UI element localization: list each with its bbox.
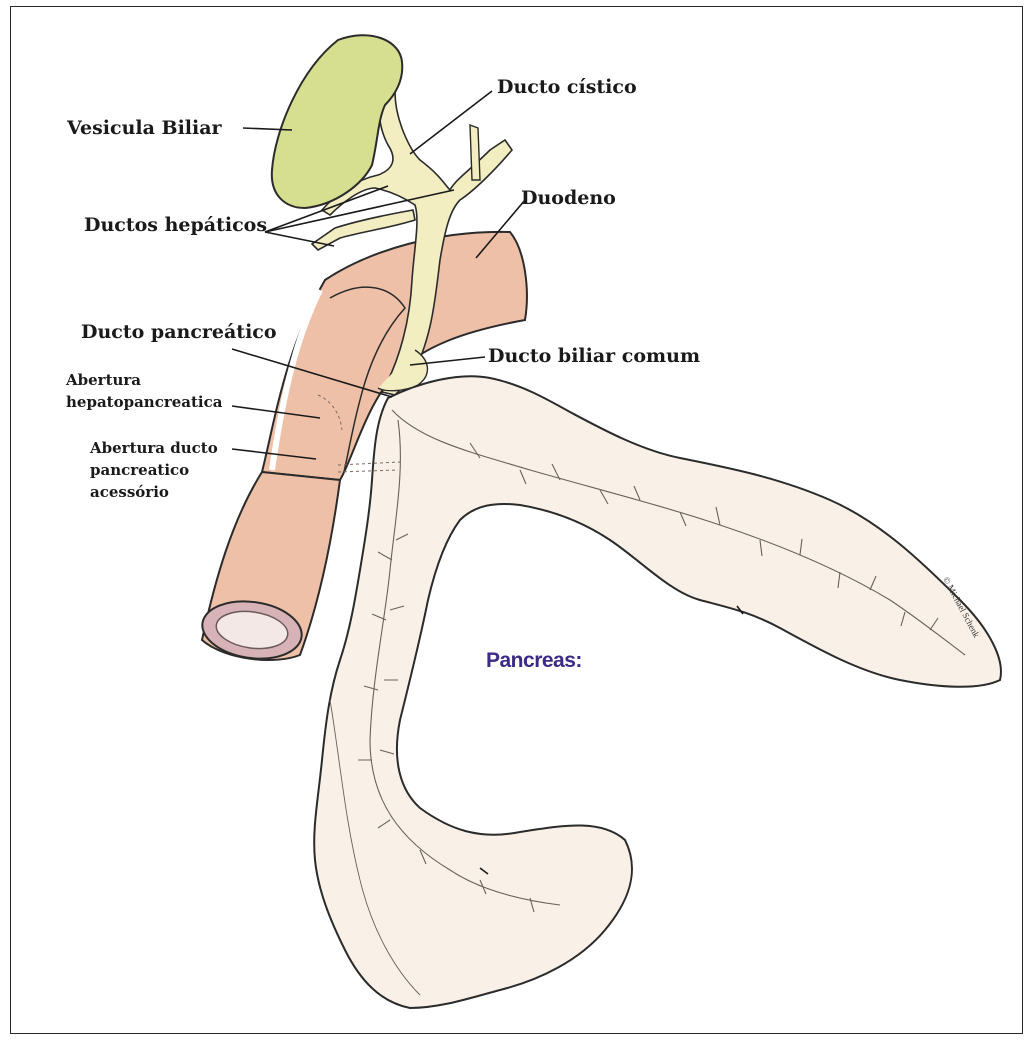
label-vesicula-biliar: Vesicula Biliar	[67, 117, 222, 139]
label-duodeno: Duodeno	[521, 187, 616, 209]
label-line: Abertura	[66, 369, 222, 391]
label-line: acessório	[90, 481, 218, 503]
label-abertura-ducto-acessorio: Abertura ducto pancreatico acessório	[90, 437, 218, 503]
label-pancreas: Pancreas:	[486, 649, 582, 673]
label-ductos-hepaticos: Ductos hepáticos	[84, 214, 267, 236]
label-ducto-biliar-comum: Ducto biliar comum	[488, 345, 700, 367]
label-ducto-cistico: Ducto cístico	[497, 76, 637, 98]
label-abertura-hepatopancreatica: Abertura hepatopancreatica	[66, 369, 222, 413]
label-line: hepatopancreatica	[66, 391, 222, 413]
label-ducto-pancreatico: Ducto pancreático	[81, 321, 277, 343]
pancreas	[314, 376, 1001, 1008]
label-line: pancreatico	[90, 459, 218, 481]
label-line: Abertura ducto	[90, 437, 218, 459]
